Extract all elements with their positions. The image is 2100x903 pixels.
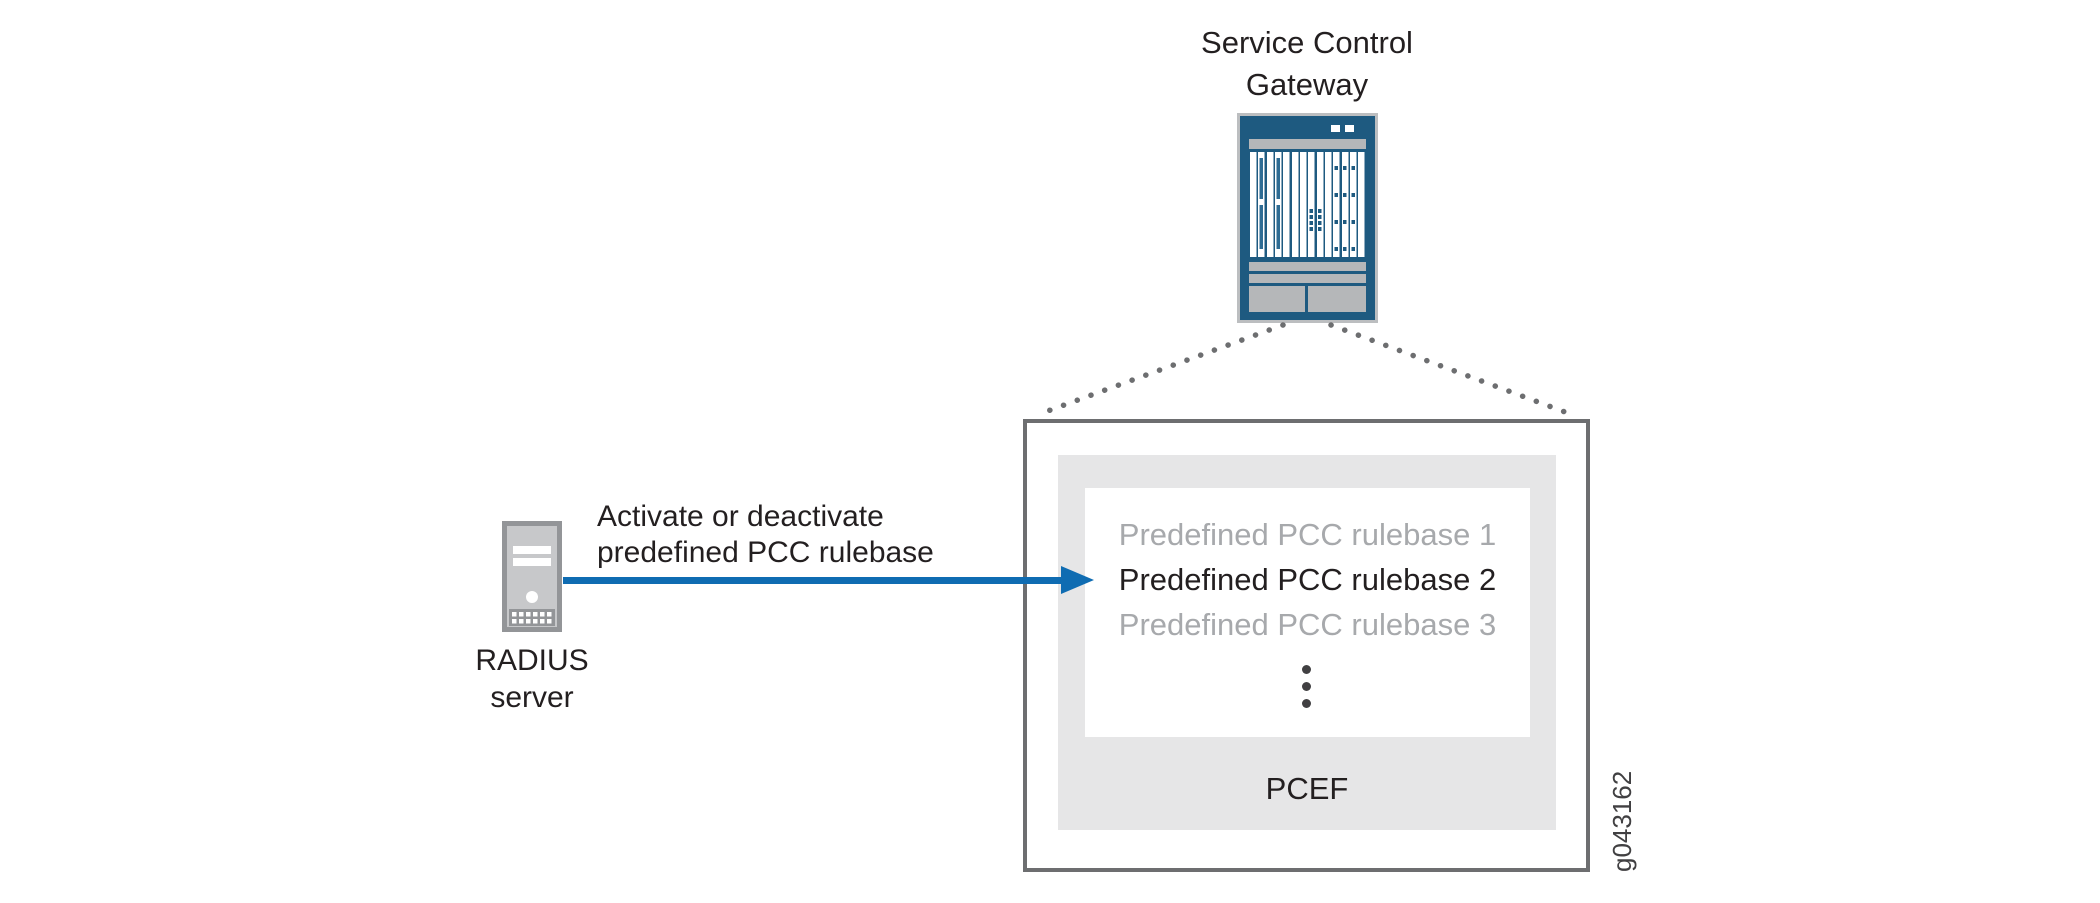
rulebase-item-1: Predefined PCC rulebase 1 xyxy=(1118,517,1497,552)
rulebase-list-panel xyxy=(1085,488,1530,737)
rulebase-item-3: Predefined PCC rulebase 3 xyxy=(1118,607,1497,642)
arrow-annotation-line1: Activate or deactivate xyxy=(597,500,884,533)
gateway-label-line2: Gateway xyxy=(1245,67,1369,102)
ellipsis-dot xyxy=(1302,665,1311,674)
radius-server-label: RADIUS server xyxy=(432,642,632,716)
rulebase-list: Predefined PCC rulebase 1 Predefined PCC… xyxy=(1085,512,1530,647)
gateway-label-line1: Service Control xyxy=(1201,25,1413,60)
rulebase-item-2: Predefined PCC rulebase 2 xyxy=(1118,562,1497,597)
activate-arrow-line xyxy=(563,577,1063,584)
radius-server-label-line2: server xyxy=(490,681,574,714)
ellipsis-dot xyxy=(1302,699,1311,708)
router-chassis-icon xyxy=(1237,113,1378,323)
arrow-annotation: Activate or deactivate predefined PCC ru… xyxy=(597,499,934,571)
radius-server-label-line1: RADIUS xyxy=(475,644,589,677)
activate-arrow-head-icon xyxy=(1061,566,1094,594)
ellipsis-dot xyxy=(1302,682,1311,691)
pcef-label: PCEF xyxy=(1265,771,1349,806)
figure-id: g043162 xyxy=(1607,770,1637,872)
radius-server-icon xyxy=(502,521,562,632)
arrow-annotation-line2: predefined PCC rulebase xyxy=(597,536,934,569)
zoom-dotted-lines xyxy=(1042,322,1568,415)
more-rulebases-ellipsis-icon xyxy=(1302,665,1312,708)
gateway-label: Service Control Gateway xyxy=(1132,22,1482,106)
